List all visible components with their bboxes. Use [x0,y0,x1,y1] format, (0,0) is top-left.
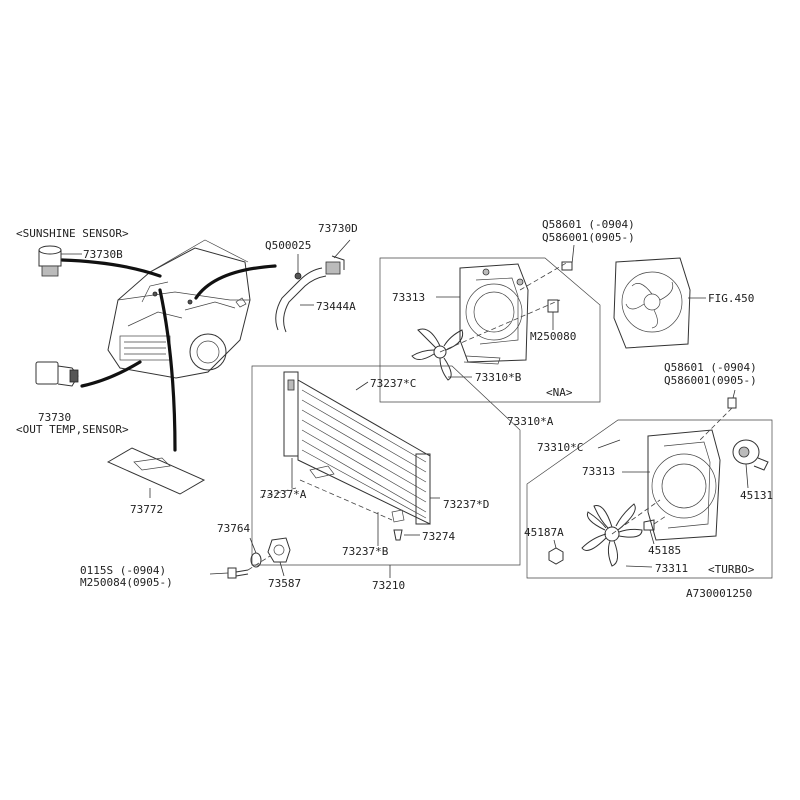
part-73310C: 73310*C [537,441,583,454]
part-M250080: M250080 [530,330,576,343]
part-45187A: 45187A [524,526,564,539]
part-M250084: M250084(0905-) [80,576,173,589]
drain-plug [393,529,420,541]
out-temp-sensor [35,361,79,387]
turbo-fan-blade [581,503,643,567]
turbo-top-bolt [727,389,737,409]
part-73772: 73772 [130,503,163,516]
part-73237B: 73237*B [342,545,389,558]
na-fan-box [379,257,601,403]
mount-washer [249,537,262,568]
part-73274: 73274 [422,530,455,543]
part-73730D: 73730D [318,222,358,235]
turbo-fan-box [526,419,773,579]
na-bolts [547,244,575,330]
sunshine-sensor-label: <SUNSHINE SENSOR> [16,227,129,240]
turbo-bolt [643,519,655,545]
part-Q586001-turbo: Q586001(0905-) [664,374,757,387]
diagram-id: A730001250 [686,587,752,600]
part-73730: 73730 [38,411,71,424]
condenser-core [283,371,440,546]
out-temp-sensor-label: <OUT TEMP,SENSOR> [16,423,129,436]
part-73237D: 73237*D [443,498,489,511]
fan-motor [732,439,769,489]
condenser-box [251,365,521,566]
part-73587: 73587 [268,577,301,590]
part-73764: 73764 [217,522,250,535]
part-73310B: 73310*B [475,371,522,384]
part-73444A: 73444A [316,300,356,313]
part-Q58601-na: Q58601 (-0904) [542,218,635,231]
fig450-fan [613,257,706,349]
na-variant-label: <NA> [546,386,573,399]
hose-assembly [275,239,351,333]
sensor-pad [106,447,206,498]
sunshine-sensor [38,245,82,277]
part-Q500025: Q500025 [265,239,311,252]
part-73730B: 73730B [83,248,123,261]
part-73237A: 73237*A [260,488,307,501]
part-73313-turbo: 73313 [582,465,615,478]
part-45185: 45185 [648,544,681,557]
na-fan-blade [411,328,501,381]
part-73313-na: 73313 [392,291,425,304]
mount-bolt [209,567,249,579]
part-73310A: 73310*A [507,415,554,428]
part-0115S: 0115S (-0904) [80,564,166,577]
part-Q586001-na: Q586001(0905-) [542,231,635,244]
fig-450-reference: FIG.450 [708,292,754,305]
turbo-variant-label: <TURBO> [708,563,755,576]
part-73210: 73210 [372,579,405,592]
part-45131: 45131 [740,489,773,502]
part-Q58601-turbo: Q58601 (-0904) [664,361,757,374]
turbo-fan-shroud [647,429,721,541]
turbo-nut [548,539,564,565]
part-73311: 73311 [655,562,688,575]
wire-harnesses [60,258,277,452]
na-fan-shroud [459,263,529,363]
car-illustration [107,239,251,379]
mount-cushion [267,537,291,577]
part-73237C: 73237*C [370,377,416,390]
